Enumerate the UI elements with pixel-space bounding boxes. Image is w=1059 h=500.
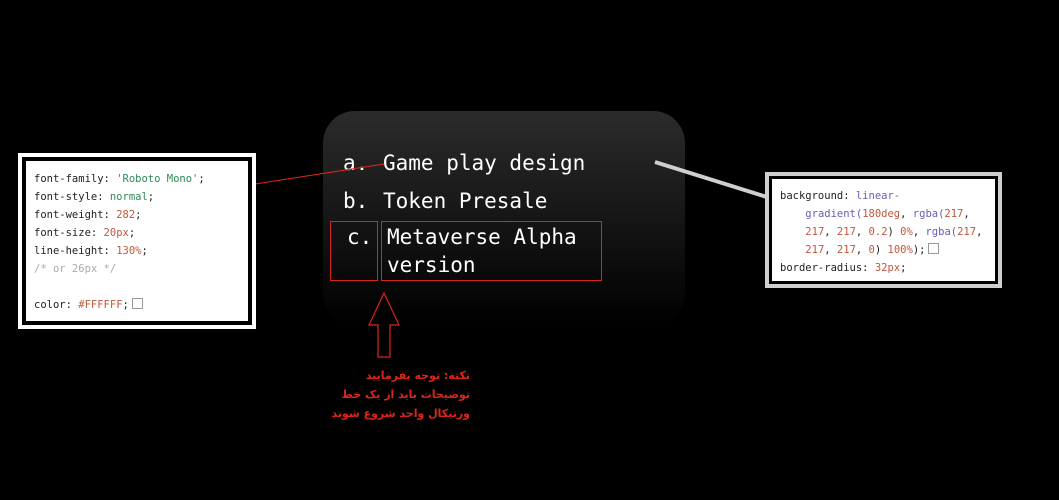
list-item-label: Token Presale — [383, 189, 548, 213]
list-item: c. Metaverse Alpha version — [343, 223, 577, 335]
note-line: ورتیکال واحد شروع شوند — [331, 407, 470, 420]
color-swatch-icon — [928, 243, 940, 254]
note-line: نکته: توجه بفرمایید — [365, 369, 470, 382]
note-line: توضیحات باید از یک خط — [341, 388, 470, 401]
typography-spec-panel: font-family: 'Roboto Mono'; font-style: … — [18, 153, 256, 329]
left-connector-line — [254, 163, 385, 185]
list-marker: c. — [347, 225, 373, 249]
right-connector-line — [654, 160, 771, 200]
marker-highlight-box — [330, 221, 378, 281]
list-item-label: Game play design — [383, 151, 586, 175]
list-item: a. Game play design — [343, 149, 585, 261]
text-highlight-box — [381, 221, 602, 281]
list-marker: a. — [343, 151, 369, 175]
annotation-note: نکته: توجه بفرمایید توضیحات باید از یک خ… — [330, 366, 470, 423]
up-arrow-icon — [368, 291, 400, 358]
background-spec-panel: background: linear- gradient(180deg, rgb… — [765, 172, 1002, 288]
list-item-label: Metaverse Alpha version — [387, 225, 577, 277]
list-marker: b. — [343, 189, 369, 213]
color-swatch-icon — [131, 298, 143, 309]
milestone-card: a. Game play design b. Token Presale c. … — [323, 111, 685, 325]
list-item: b. Token Presale — [343, 187, 547, 299]
